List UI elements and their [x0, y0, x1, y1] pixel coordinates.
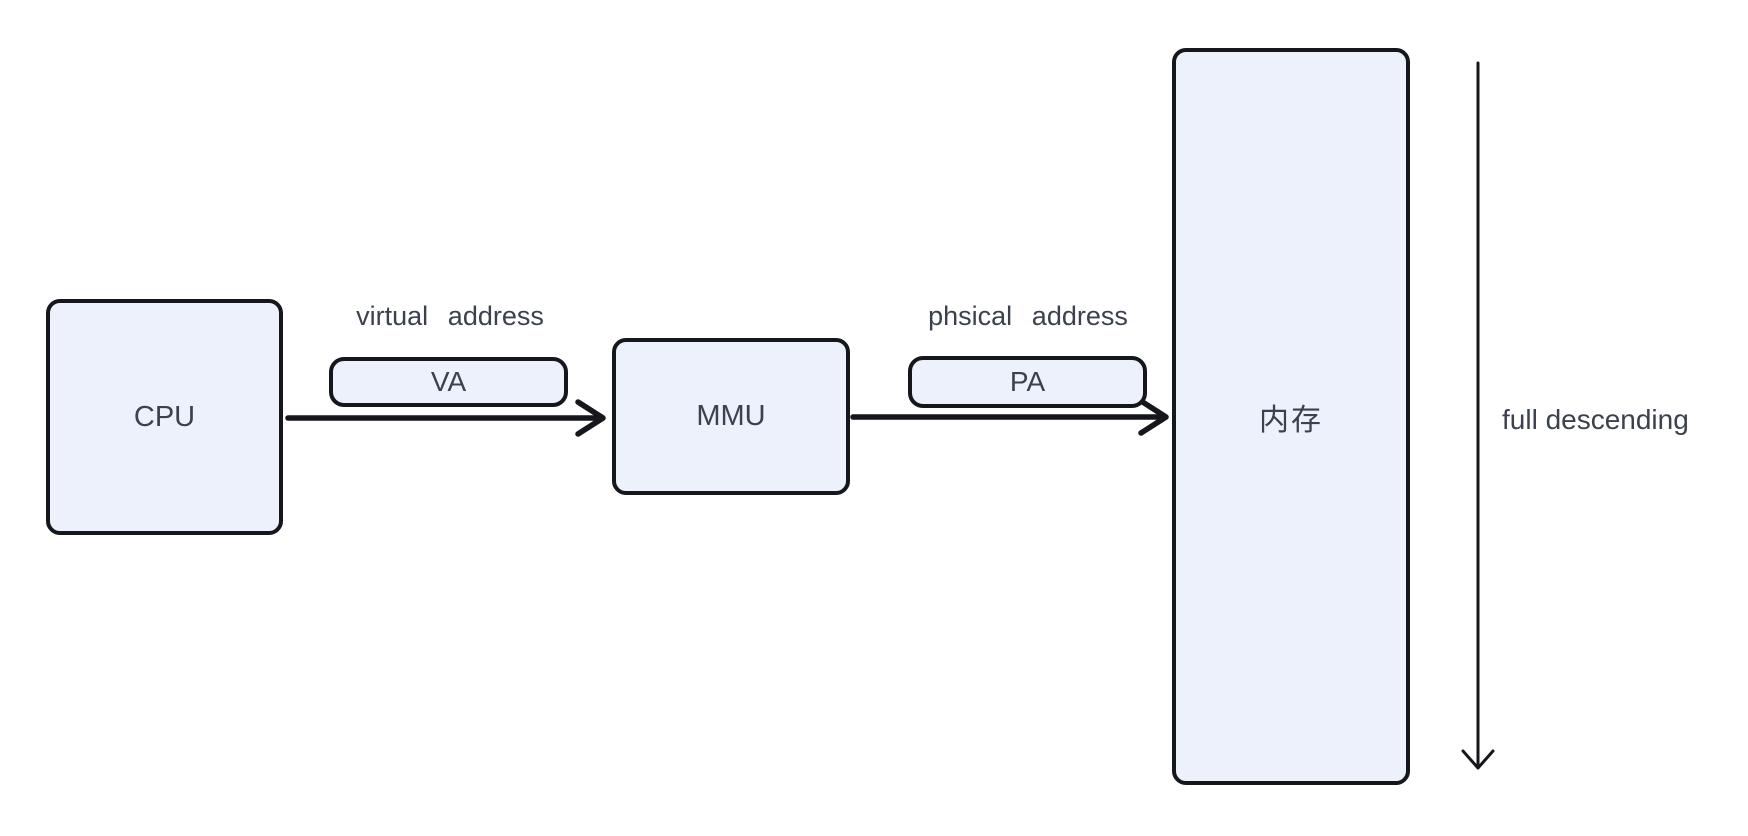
cpu-node-label: CPU [133, 400, 196, 433]
cpu-node: CPU [46, 299, 283, 535]
arrowhead-right-icon [1138, 398, 1169, 436]
mmu-node: MMU [612, 338, 850, 495]
phsical-address-label: phsical address [928, 301, 1128, 331]
pa-pill: PA [908, 356, 1147, 408]
arrowhead-right-icon [575, 399, 606, 437]
mmu-node-label: MMU [696, 400, 766, 432]
full-descending-label: full descending [1502, 404, 1689, 435]
arrowhead-down-icon [1461, 749, 1495, 770]
memory-node-label: 内存 [1259, 403, 1323, 437]
va-pill: VA [329, 357, 568, 407]
memory-node: 内存 [1172, 48, 1410, 785]
stack-direction-arrow [1461, 61, 1495, 770]
pa-pill-label: PA [1009, 366, 1046, 397]
virtual-address-label: virtual address [356, 301, 544, 331]
va-pill-label: VA [430, 366, 467, 397]
